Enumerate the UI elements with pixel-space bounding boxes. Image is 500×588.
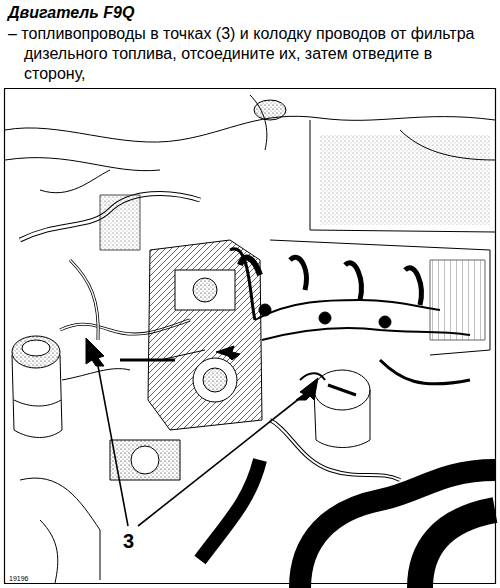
injection-pump bbox=[148, 240, 262, 430]
frame bbox=[5, 89, 496, 584]
leader-line bbox=[98, 366, 128, 526]
reservoir bbox=[12, 336, 60, 368]
point-arrow bbox=[216, 346, 240, 360]
leader-line bbox=[138, 398, 300, 526]
instruction-text: – топливопроводы в точках (3) и колодку … bbox=[8, 24, 492, 84]
callout-number: 3 bbox=[121, 530, 136, 552]
figure-number: 19196 bbox=[8, 575, 29, 583]
point-arrow bbox=[86, 338, 104, 366]
corrugated-hose bbox=[300, 470, 495, 588]
point-arrow bbox=[296, 378, 318, 400]
heading: Двигатель F9Q bbox=[8, 3, 134, 23]
